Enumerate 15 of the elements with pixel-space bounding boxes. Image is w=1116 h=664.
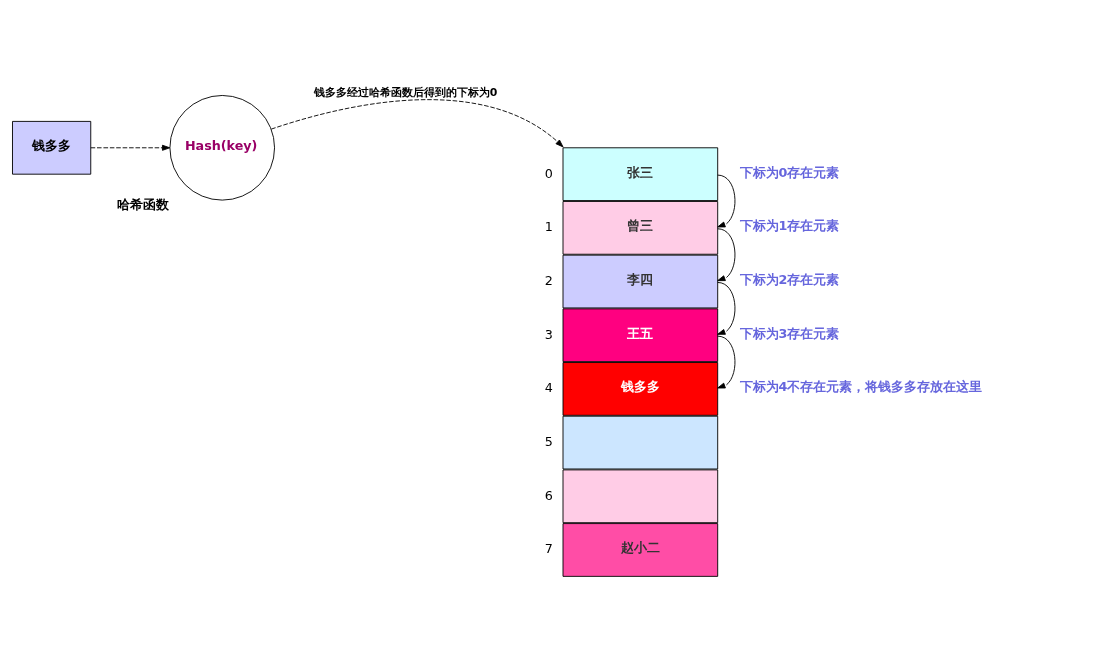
node-label: 5 <box>544 433 553 449</box>
edge-label: 钱多多经过哈希函数后得到的下标为0 <box>313 85 498 99</box>
node-label: 4 <box>544 379 553 395</box>
node-label: 7 <box>544 540 553 556</box>
node-label: 1 <box>544 218 553 234</box>
node-label: 6 <box>544 487 553 503</box>
node-label: 0 <box>544 165 553 181</box>
node-label: 下标为3存在元素 <box>739 325 840 341</box>
node-label: 下标为2存在元素 <box>739 271 840 287</box>
node-label: 哈希函数 <box>117 196 170 212</box>
node-label: 下标为4不存在元素，将钱多多存放在这里 <box>739 378 983 394</box>
node-label: 3 <box>544 326 553 342</box>
node-label: 下标为0存在元素 <box>739 164 840 180</box>
node-label: 下标为1存在元素 <box>739 217 840 233</box>
node-label: 2 <box>544 272 553 288</box>
